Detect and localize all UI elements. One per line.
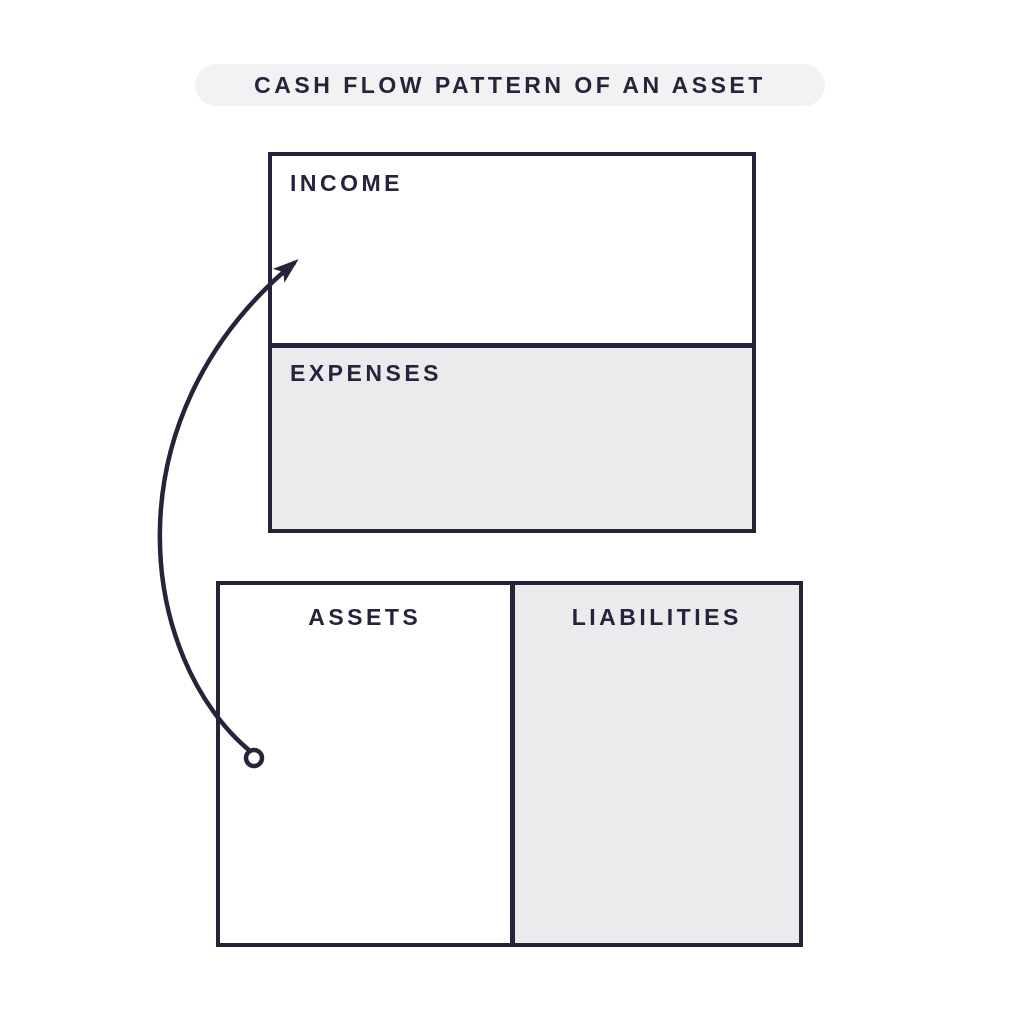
title-pill: CASH FLOW PATTERN OF AN ASSET: [195, 64, 825, 106]
expenses-label: EXPENSES: [290, 359, 442, 386]
income-label: INCOME: [290, 170, 403, 196]
income-statement-box: INCOME EXPENSES: [268, 152, 756, 533]
liabilities-label: LIABILITIES: [571, 604, 742, 630]
liabilities-section: LIABILITIES: [509, 585, 799, 943]
assets-label: ASSETS: [308, 604, 422, 630]
income-section: INCOME: [272, 156, 752, 343]
expenses-section: EXPENSES: [272, 342, 752, 529]
page-title: CASH FLOW PATTERN OF AN ASSET: [254, 71, 766, 98]
balance-sheet-box: ASSETS LIABILITIES: [216, 581, 803, 947]
assets-section: ASSETS: [220, 585, 510, 943]
